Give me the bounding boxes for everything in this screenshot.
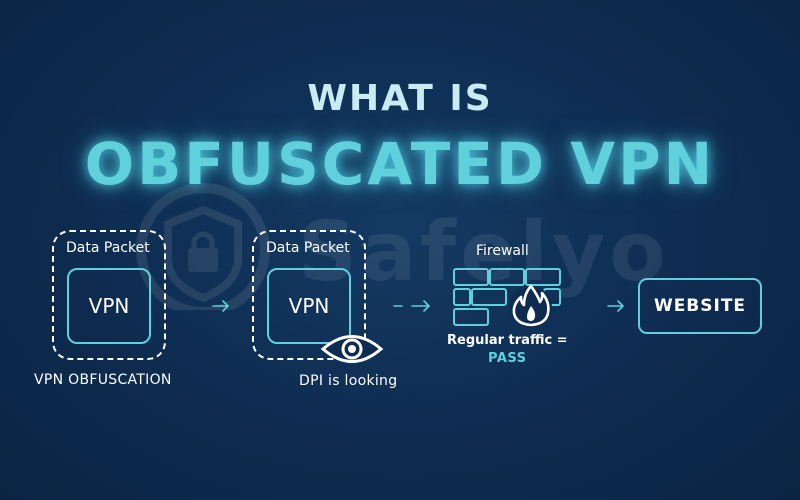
flame-icon — [510, 284, 552, 328]
data-packet-box-2 — [252, 230, 366, 360]
vpn-box-2: VPN — [267, 268, 351, 344]
eye-icon — [320, 335, 384, 363]
arrow-right-icon — [212, 300, 230, 312]
data-packet-box-1 — [52, 230, 166, 360]
arrow-right-icon — [607, 300, 625, 312]
title-line-2: OBFUSCATED VPN — [84, 130, 716, 198]
arrow-right-icon — [393, 300, 431, 312]
vpn-obfuscation-caption: VPN OBFUSCATION — [34, 372, 172, 388]
vpn-box-1: VPN — [67, 268, 151, 344]
firewall-label: Firewall — [476, 243, 529, 259]
shield-lock-icon — [136, 183, 270, 310]
title-line-1: WHAT IS — [307, 78, 493, 119]
website-box: WEBSITE — [638, 278, 762, 334]
data-packet-label-1: Data Packet — [66, 240, 150, 256]
data-packet-label-2: Data Packet — [266, 240, 350, 256]
dpi-caption: DPI is looking — [299, 373, 398, 389]
regular-traffic-caption: Regular traffic = — [447, 333, 568, 348]
pass-caption: PASS — [488, 351, 527, 366]
